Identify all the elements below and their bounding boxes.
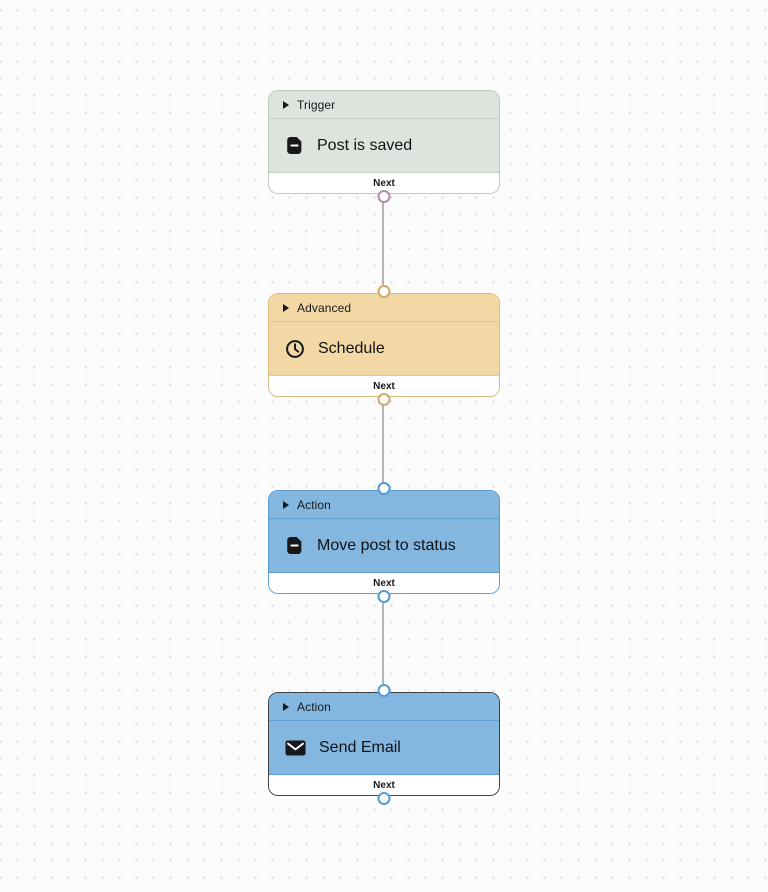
node-action-move-post-to-status[interactable]: Action Move post to status Next	[268, 482, 500, 603]
node-output-row: Next	[269, 376, 499, 396]
input-port[interactable]	[377, 684, 391, 697]
node-category-label: Advanced	[297, 300, 352, 315]
disclosure-triangle-icon	[283, 100, 289, 109]
document-icon	[285, 136, 304, 155]
connector-edge[interactable]	[382, 194, 384, 294]
output-label: Next	[373, 779, 395, 791]
clock-icon	[285, 339, 305, 359]
node-body[interactable]: Send Email	[269, 721, 499, 775]
input-port[interactable]	[377, 285, 391, 298]
node-body[interactable]: Post is saved	[269, 119, 499, 173]
connector-edge[interactable]	[382, 596, 384, 693]
node-body[interactable]: Move post to status	[269, 519, 499, 573]
node-box: Trigger Post is saved Next	[268, 90, 500, 194]
node-header[interactable]: Action	[269, 491, 499, 519]
node-header[interactable]: Trigger	[269, 91, 499, 119]
connector-edge[interactable]	[382, 397, 384, 492]
node-box: Action Move post to status Next	[268, 490, 500, 594]
node-trigger-post-is-saved[interactable]: Trigger Post is saved Next	[268, 90, 500, 203]
input-port[interactable]	[377, 482, 391, 495]
document-icon	[285, 536, 304, 555]
node-category-label: Action	[297, 699, 331, 714]
node-header[interactable]: Action	[269, 693, 499, 721]
node-box: Advanced Schedule Next	[268, 293, 500, 397]
node-category-label: Action	[297, 497, 331, 512]
disclosure-triangle-icon	[283, 702, 289, 711]
node-advanced-schedule[interactable]: Advanced Schedule Next	[268, 285, 500, 406]
node-body[interactable]: Schedule	[269, 322, 499, 376]
output-label: Next	[373, 577, 395, 589]
node-box: Action Send Email Next	[268, 692, 500, 796]
node-title: Schedule	[318, 339, 385, 357]
envelope-icon	[285, 740, 306, 756]
output-port[interactable]	[377, 590, 391, 603]
node-header[interactable]: Advanced	[269, 294, 499, 322]
output-label: Next	[373, 177, 395, 189]
disclosure-triangle-icon	[283, 500, 289, 509]
node-title: Send Email	[319, 738, 401, 756]
output-port[interactable]	[377, 792, 391, 805]
node-title: Post is saved	[317, 136, 413, 154]
node-action-send-email[interactable]: Action Send Email Next	[268, 684, 500, 805]
output-label: Next	[373, 380, 395, 392]
node-category-label: Trigger	[297, 97, 336, 112]
node-title: Move post to status	[317, 536, 456, 554]
output-port[interactable]	[377, 190, 391, 203]
output-port[interactable]	[377, 393, 391, 406]
disclosure-triangle-icon	[283, 303, 289, 312]
node-output-row: Next	[269, 173, 499, 193]
node-output-row: Next	[269, 573, 499, 593]
node-output-row: Next	[269, 775, 499, 795]
